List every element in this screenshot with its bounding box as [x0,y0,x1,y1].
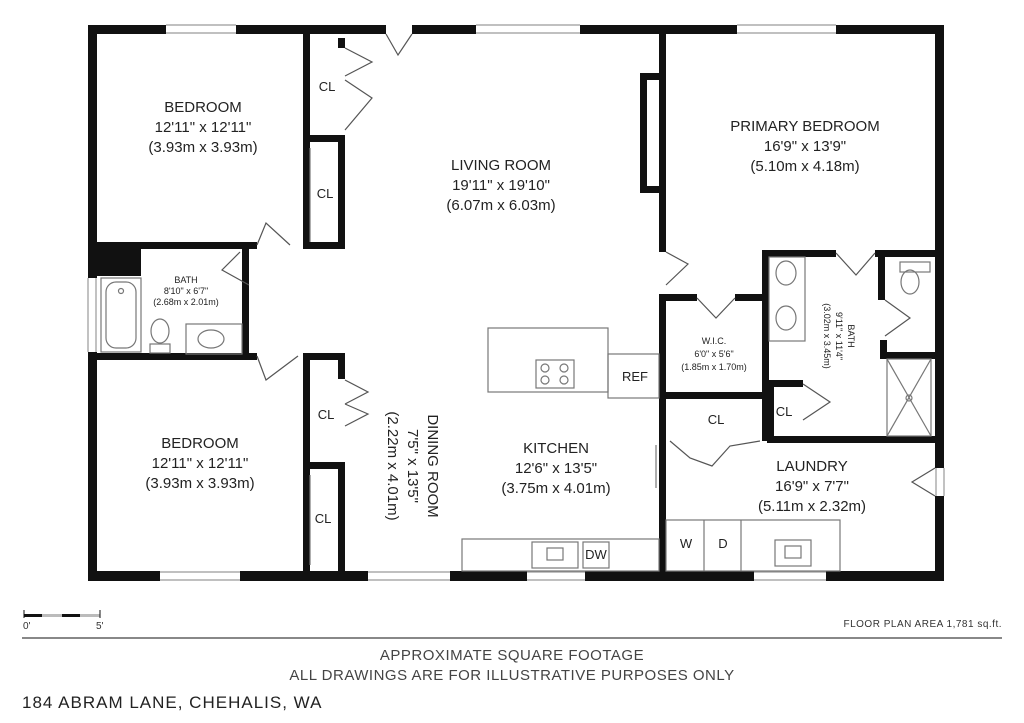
windows [87,24,945,581]
laundry-counter [665,519,841,572]
closet-label: CL [315,511,332,526]
laundry-dim-imperial: 16'9" x 7'7" [775,478,849,495]
bath2-name: BATH [846,324,856,347]
primary-name: PRIMARY BEDROOM [730,118,879,135]
footer-line-2: ALL DRAWINGS ARE FOR ILLUSTRATIVE PURPOS… [289,667,735,684]
refrigerator [607,353,660,399]
laundry-sink [774,539,812,567]
kitchen-sink [531,541,579,569]
wic-dim-imperial: 6'0" x 5'6" [694,349,733,359]
dining-dim-metric: (2.22m x 4.01m) [384,411,401,520]
wic-name: W.I.C. [702,336,727,346]
bathtub [100,277,142,353]
living-dim-metric: (6.07m x 6.03m) [446,197,555,214]
kitchen-counter [461,538,660,572]
dishwasher [582,541,610,569]
closet-label: CL [317,186,334,201]
closet-label: CL [776,404,793,419]
closet-label: CL [708,412,725,427]
bedroom1-name: BEDROOM [164,99,242,116]
bath1-name: BATH [174,275,197,285]
dishwasher-label: DW [585,547,607,562]
bedroom2-name: BEDROOM [161,435,239,452]
living-dim-imperial: 19'11" x 19'10" [452,177,550,194]
shower [886,358,932,437]
bath1-dim-imperial: 8'10" x 6'7" [164,286,208,296]
primary-dim-imperial: 16'9" x 13'9" [764,138,846,155]
bedroom1-dim-imperial: 12'11" x 12'11" [155,119,252,136]
floor-plan-area: FLOOR PLAN AREA 1,781 sq.ft. [843,619,1002,630]
laundry-name: LAUNDRY [776,458,847,475]
bath1-dim-metric: (2.68m x 2.01m) [153,297,219,307]
scale-bar [23,610,101,618]
scale-label-zero: 0' [23,621,31,632]
dining-dim-imperial: 7'5" x 13'5" [404,429,421,503]
footer-line-1: APPROXIMATE SQUARE FOOTAGE [379,647,645,664]
dryer-label: D [718,536,727,551]
double-vanity [768,256,806,342]
primary-dim-metric: (5.10m x 4.18m) [750,158,859,175]
closet-label: CL [319,79,336,94]
washer-label: W [680,536,693,551]
fixtures [100,148,932,572]
kitchen-dim-imperial: 12'6" x 13'5" [515,460,597,477]
bath2-dim-metric: (3.02m x 3.45m) [822,303,832,369]
divider [22,637,1002,639]
closet-label: CL [318,407,335,422]
kitchen-dim-metric: (3.75m x 4.01m) [501,480,610,497]
toilet [150,318,170,344]
dining-name: DINING ROOM [424,414,441,517]
refrigerator-label: REF [622,369,648,384]
bedroom1-dim-metric: (3.93m x 3.93m) [148,139,257,156]
kitchen-name: KITCHEN [523,440,589,457]
address: 184 ABRAM LANE, CHEHALIS, WA [22,693,323,712]
bedroom2-dim-metric: (3.93m x 3.93m) [145,475,254,492]
bath2-dim-imperial: 9'11" x 11'4" [834,312,844,360]
bedroom2-dim-imperial: 12'11" x 12'11" [152,455,249,472]
wic-dim-metric: (1.85m x 1.70m) [681,362,747,372]
toilet-2 [900,269,920,295]
living-name: LIVING ROOM [451,157,551,174]
doors [221,33,936,497]
laundry-dim-metric: (5.11m x 2.32m) [758,498,866,515]
scale-label-five: 5' [96,621,104,632]
stove [535,359,575,389]
vanity [185,323,243,355]
walls [88,25,944,581]
